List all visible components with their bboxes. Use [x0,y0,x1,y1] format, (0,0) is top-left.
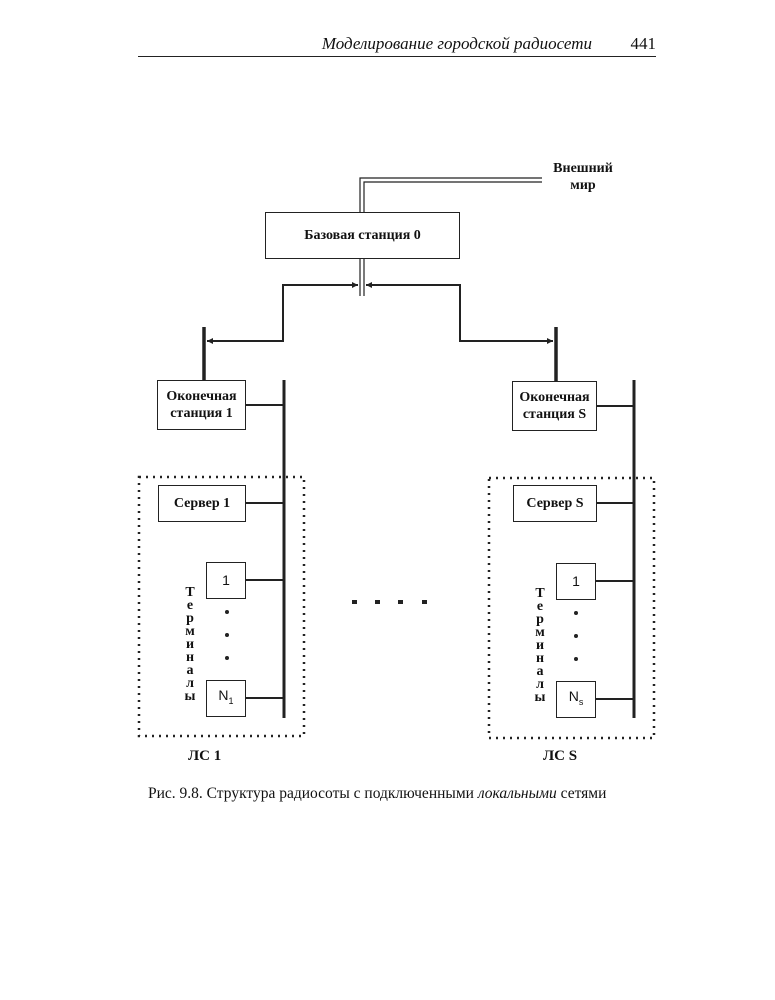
external-world-line1: Внешний [553,161,613,176]
lan-1-terminals-label: Т е р м и н а л ы [182,585,198,704]
letter: ы [184,689,196,704]
letter: е [536,599,544,614]
caption-prefix: Рис. 9.8. Структура радиосоты с подключе… [148,785,478,802]
letter: а [186,663,194,678]
external-world-line2: мир [570,178,596,193]
station-masts [202,327,558,382]
base-station-box: Базовая станция 0 [265,212,460,259]
lan-1-label: ЛС 1 [188,748,222,764]
base-station-label: Базовая станция 0 [304,228,421,243]
running-header: Моделирование городской радиосети 441 [138,34,656,57]
server-s-label: Сервер S [526,496,584,511]
external-world-label: Внешний мир [548,160,618,194]
bus-connectors [245,404,634,700]
letter: н [535,651,545,666]
lan-s-terminal-last: Ns [556,681,596,718]
end-station-s-line1: Оконечная [519,390,590,405]
server-1-box: Сервер 1 [158,485,246,522]
base-downlink [359,258,365,296]
letter: ы [534,690,546,705]
letter: Т [185,585,195,600]
lan-1-terminal-last-sub: 1 [228,695,234,706]
letter: н [185,650,195,665]
lan-buses [282,380,636,718]
page-number: 441 [630,34,657,53]
lan-ellipsis [352,600,427,604]
lan-s-label: ЛС S [543,748,578,764]
letter: е [186,598,194,613]
end-station-s-box: Оконечная станция S [512,381,597,431]
arrow-heads [207,282,553,344]
letter: а [536,664,544,679]
letter: Т [535,586,545,601]
lan-1-terminal-first: 1 [206,562,246,599]
letter: р [186,611,194,626]
caption-suffix: сетями [556,785,607,802]
figure-caption: Рис. 9.8. Структура радиосоты с подключе… [148,785,606,803]
external-link [359,177,542,212]
end-station-1-box: Оконечная станция 1 [157,380,246,430]
lan-1-terminal-last: N1 [206,680,246,717]
lan-1-terminal-first-label: 1 [222,572,230,588]
letter: м [535,625,545,640]
distribution-lines [207,284,553,342]
letter: и [535,638,545,653]
header-title: Моделирование городской радиосети [321,34,592,53]
lan-s-terminal-last-label: N [568,688,579,705]
lan-s-terminal-last-sub: s [578,696,584,707]
server-s-box: Сервер S [513,485,597,522]
terminal-dots [225,610,578,661]
end-station-1-line1: Оконечная [166,389,237,404]
caption-italic: локальными [477,785,557,802]
end-station-1-line2: станция 1 [170,406,233,421]
end-station-s-line2: станция S [522,407,587,422]
letter: л [186,676,194,691]
lan-1-terminal-last-label: N [218,687,229,704]
lan-s-terminals-label: Т е р м и н а л ы [532,586,548,705]
letter: л [536,677,544,692]
letter: р [536,612,544,627]
lan-s-terminal-first: 1 [556,563,596,600]
lan-s-terminal-first-label: 1 [572,573,580,589]
letter: м [185,624,195,639]
server-1-label: Сервер 1 [173,496,231,511]
letter: и [185,637,195,652]
lan-frames [137,475,656,740]
